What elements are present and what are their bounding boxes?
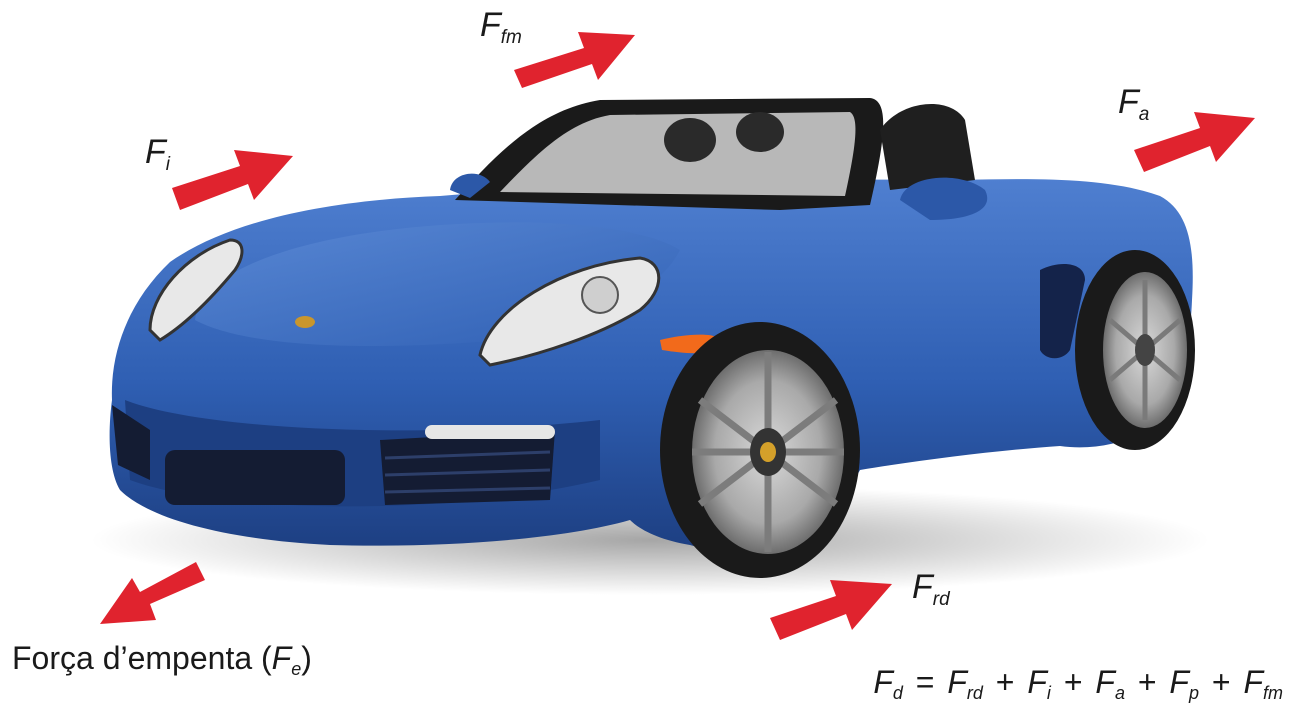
- drl-strip: [425, 425, 555, 439]
- eq-equals: =: [915, 664, 935, 700]
- front-wheel: [660, 322, 860, 578]
- arrow-rd: [770, 580, 892, 640]
- roll-bar: [880, 103, 975, 190]
- headrest-left: [664, 118, 716, 162]
- eq-plus: +: [995, 664, 1015, 700]
- grille-right: [380, 430, 555, 505]
- grille-left: [112, 405, 150, 480]
- label-f-rd: Frd: [912, 568, 950, 610]
- side-mirror-left: [450, 173, 490, 198]
- label-f-fm: Ffm: [480, 6, 522, 48]
- label-f-a: Fa: [1118, 83, 1150, 125]
- eq-plus: +: [1211, 664, 1231, 700]
- side-mirror: [900, 177, 988, 220]
- eq-term-fm: Ffm: [1243, 664, 1283, 703]
- eq-plus: +: [1063, 664, 1083, 700]
- arrow-a: [1134, 112, 1255, 172]
- drag-force-equation: Fd = Frd + Fi + Fa + Fp + Ffm: [873, 664, 1283, 704]
- headlight-left: [148, 238, 244, 342]
- eq-term-rd: Frd: [947, 664, 983, 703]
- eq-lhs: Fd: [873, 664, 903, 703]
- arrow-i: [172, 150, 293, 210]
- label-f-i: Fi: [145, 133, 171, 175]
- eq-term-i: Fi: [1027, 664, 1051, 703]
- headrest-right: [736, 112, 784, 152]
- thrust-force-caption: Força d’empenta (Fe): [12, 640, 312, 679]
- eq-term-a: Fa: [1095, 664, 1125, 703]
- rear-wheel: [1075, 250, 1195, 450]
- hood-emblem: [295, 316, 315, 328]
- arrow-e: [100, 562, 205, 624]
- eq-term-p: Fp: [1169, 664, 1199, 703]
- arrow-fm: [514, 32, 635, 88]
- grille-center: [165, 450, 345, 505]
- side-intake: [1040, 264, 1085, 359]
- eq-plus: +: [1137, 664, 1157, 700]
